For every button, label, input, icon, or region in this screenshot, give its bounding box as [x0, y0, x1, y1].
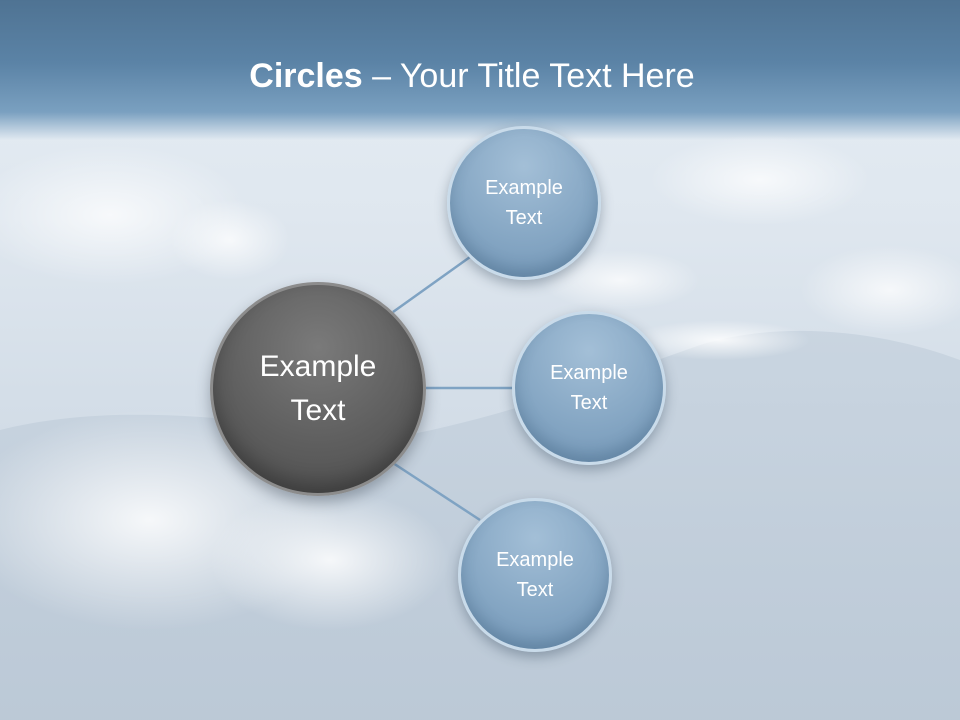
node-label-line2: Text: [516, 579, 554, 601]
cloud-shape: [170, 200, 290, 280]
title-bold: Circles: [249, 57, 363, 95]
node-label-line2: Text: [570, 392, 608, 414]
node-label-line1: Example: [496, 549, 574, 571]
foam-shape: [630, 320, 810, 360]
slide-title: Circles – Your Title Text Here: [0, 52, 944, 100]
node-label-line2: Text: [505, 207, 543, 229]
foam-shape: [210, 490, 450, 630]
center-label-line1: Example: [259, 350, 377, 383]
connector-line-1: [392, 255, 471, 314]
connector-line-3: [392, 461, 481, 522]
node-circle-2[interactable]: Example Text: [512, 311, 666, 465]
center-label-line2: Text: [290, 394, 346, 427]
node-circle-1[interactable]: Example Text: [447, 126, 601, 280]
node-label-line1: Example: [550, 362, 628, 384]
center-circle[interactable]: Example Text: [210, 282, 426, 496]
node-label-line1: Example: [485, 177, 563, 199]
title-rest: – Your Title Text Here: [362, 57, 695, 95]
cloud-shape: [540, 250, 700, 310]
header-band: [0, 0, 960, 140]
node-circle-3[interactable]: Example Text: [458, 498, 612, 652]
cloud-shape: [800, 245, 960, 335]
cloud-shape: [650, 135, 870, 225]
